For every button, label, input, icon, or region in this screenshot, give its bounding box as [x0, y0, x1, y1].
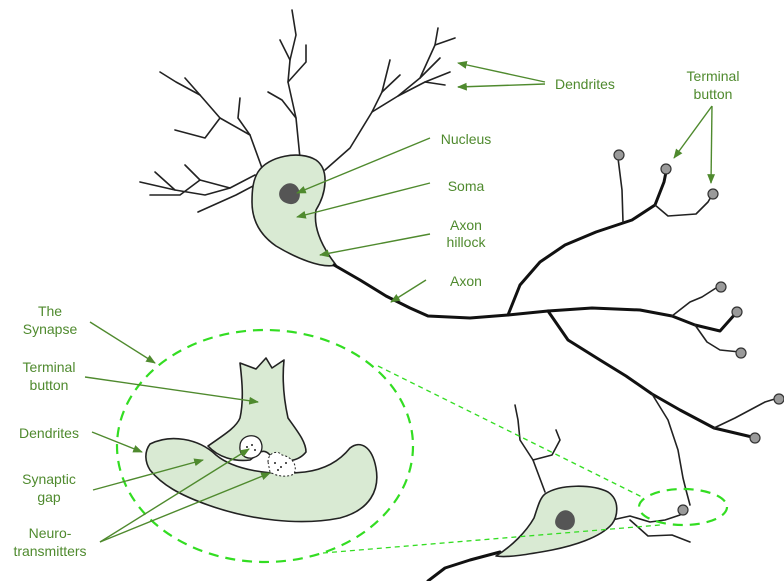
label-nucleus: Nucleus [441, 131, 492, 147]
label-terminal-button-line2: button [694, 86, 733, 102]
terminal-buttons [614, 150, 784, 515]
label-synapse-terminal-button: Terminal [23, 359, 76, 375]
receiving-neuron [428, 405, 690, 581]
label-axon-hillock-line2: hillock [447, 234, 487, 250]
label-axon-hillock: Axon [450, 217, 482, 233]
label-neurotransmitters-line2: transmitters [13, 543, 86, 559]
axon-tree [334, 158, 778, 505]
zoom-line-top [378, 366, 642, 497]
label-synapse-terminal-button-line2: button [30, 377, 69, 393]
zoom-line-bottom [323, 525, 660, 553]
label-soma: Soma [448, 178, 485, 194]
label-axon: Axon [450, 273, 482, 289]
label-terminal-button: Terminal [687, 68, 740, 84]
label-synapse-dendrites: Dendrites [19, 425, 79, 441]
label-synaptic-gap: Synaptic [22, 471, 76, 487]
synaptic-vesicle [240, 436, 262, 458]
synapse-detail [146, 358, 377, 522]
label-synaptic-gap-line2: gap [37, 489, 61, 505]
label-dendrites: Dendrites [555, 76, 615, 92]
label-the-synapse-line2: Synapse [23, 321, 78, 337]
label-neurotransmitters: Neuro- [29, 525, 72, 541]
label-the-synapse: The [38, 303, 62, 319]
